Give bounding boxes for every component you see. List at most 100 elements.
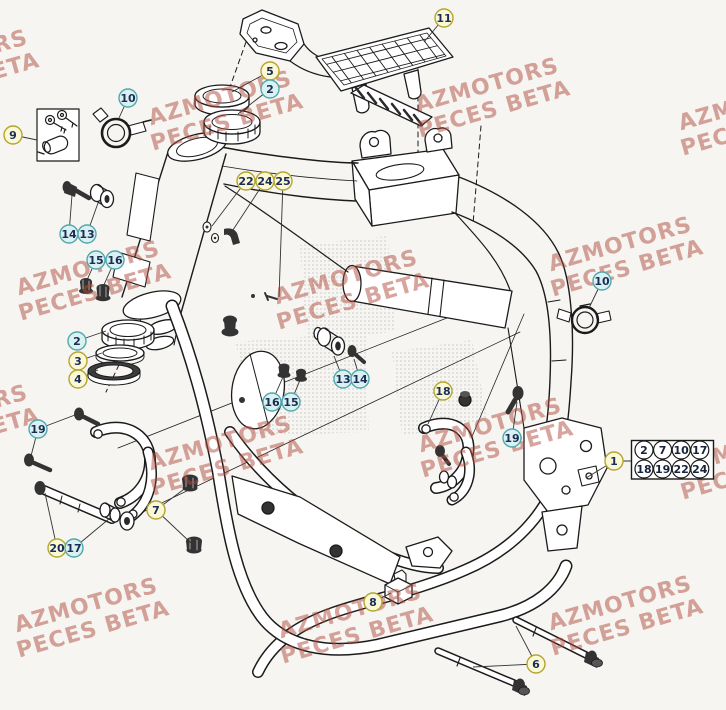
- callout-6[interactable]: 6: [526, 654, 546, 674]
- callout-19[interactable]: 19: [28, 419, 48, 439]
- callout-number: 13: [335, 373, 350, 386]
- callout-20[interactable]: 20: [47, 538, 67, 558]
- callout-circle[interactable]: [146, 500, 166, 520]
- legend-number: 24: [692, 463, 708, 476]
- frame-cross-tube: [342, 264, 525, 429]
- callout-circle[interactable]: [118, 88, 138, 108]
- callout-circle[interactable]: [236, 171, 256, 191]
- legend-number: 22: [674, 463, 689, 476]
- legend-number: 10: [674, 444, 690, 457]
- callout-25[interactable]: 25: [273, 171, 293, 191]
- callout-16[interactable]: 16: [262, 392, 282, 412]
- callout-13[interactable]: 13: [77, 224, 97, 244]
- callout-24[interactable]: 24: [255, 171, 275, 191]
- callout-18[interactable]: 18: [433, 381, 453, 401]
- callout-circle[interactable]: [502, 428, 522, 448]
- legend-part-17[interactable]: 17: [690, 440, 710, 460]
- bolt-spacer-left: [62, 181, 115, 209]
- clamp-left: [92, 107, 152, 149]
- nuts-part7: [182, 474, 202, 554]
- callout-number: 14: [61, 228, 77, 241]
- callout-number: 2: [73, 335, 81, 348]
- callout-14[interactable]: 14: [350, 369, 370, 389]
- callout-15[interactable]: 15: [281, 392, 301, 412]
- callout-number: 3: [74, 355, 82, 368]
- callout-circle[interactable]: [3, 125, 23, 145]
- callout-number: 1: [610, 455, 618, 468]
- legend-part-7[interactable]: 7: [652, 440, 673, 460]
- small-fittings: [202, 221, 278, 301]
- callout-11[interactable]: 11: [434, 8, 454, 28]
- callout-circle[interactable]: [434, 8, 454, 28]
- legend-part-2[interactable]: 2: [634, 440, 654, 460]
- legend-circle[interactable]: [652, 440, 673, 460]
- callout-19[interactable]: 19: [502, 428, 522, 448]
- callout-14[interactable]: 14: [59, 224, 79, 244]
- callout-number: 5: [266, 65, 274, 78]
- callout-number: 25: [275, 175, 290, 188]
- callout-circle[interactable]: [273, 171, 293, 191]
- callout-circle[interactable]: [350, 369, 370, 389]
- callout-number: 2: [266, 83, 274, 96]
- callout-number: 11: [436, 12, 451, 25]
- clamp-right: [556, 303, 612, 335]
- leader-line: [472, 663, 537, 668]
- callout-circle[interactable]: [526, 654, 546, 674]
- callout-circle[interactable]: [363, 592, 383, 612]
- callout-10[interactable]: 10: [592, 271, 612, 291]
- callout-17[interactable]: 17: [64, 538, 84, 558]
- legend-part-22[interactable]: 22: [671, 459, 691, 479]
- legend-circle[interactable]: [690, 459, 710, 479]
- callout-13[interactable]: 13: [333, 369, 353, 389]
- legend-circle[interactable]: [690, 440, 710, 460]
- legend-part-10[interactable]: 10: [671, 440, 691, 460]
- callout-number: 18: [435, 385, 450, 398]
- callout-number: 8: [369, 596, 377, 609]
- callout-number: 6: [532, 658, 540, 671]
- legend-part-18[interactable]: 18: [634, 459, 654, 479]
- callout-7[interactable]: 7: [146, 500, 166, 520]
- legend-circle[interactable]: [652, 459, 673, 479]
- legend-part-19[interactable]: 19: [652, 459, 673, 479]
- callout-8[interactable]: 8: [363, 592, 383, 612]
- callout-circle[interactable]: [67, 331, 87, 351]
- callout-circle[interactable]: [433, 381, 453, 401]
- callout-circle[interactable]: [28, 419, 48, 439]
- callout-circle[interactable]: [77, 224, 97, 244]
- leader-line: [278, 180, 284, 298]
- callout-circle[interactable]: [262, 392, 282, 412]
- callout-circle[interactable]: [281, 392, 301, 412]
- nuts-left: [79, 278, 111, 302]
- legend-part-24[interactable]: 24: [690, 459, 710, 479]
- callout-22[interactable]: 22: [236, 171, 256, 191]
- callout-number: 16: [107, 254, 123, 267]
- callout-circle[interactable]: [260, 79, 280, 99]
- callout-circle[interactable]: [105, 250, 125, 270]
- callout-circle[interactable]: [604, 451, 624, 471]
- callout-2[interactable]: 2: [260, 79, 280, 99]
- callout-number: 7: [152, 504, 160, 517]
- callout-circle[interactable]: [86, 250, 106, 270]
- callout-5[interactable]: 5: [260, 61, 280, 81]
- callout-4[interactable]: 4: [68, 369, 88, 389]
- callout-9[interactable]: 9: [3, 125, 23, 145]
- callout-circle[interactable]: [64, 538, 84, 558]
- callout-15[interactable]: 15: [86, 250, 106, 270]
- leader-line: [230, 180, 266, 234]
- callout-3[interactable]: 3: [68, 351, 88, 371]
- callout-number: 14: [352, 373, 368, 386]
- callout-2[interactable]: 2: [67, 331, 87, 351]
- callout-10[interactable]: 10: [118, 88, 138, 108]
- callout-1[interactable]: 1: [604, 451, 624, 471]
- subframe-mount-box: [351, 127, 511, 291]
- callout-16[interactable]: 16: [105, 250, 125, 270]
- long-bolts-part6: [434, 616, 603, 696]
- callout-circle[interactable]: [68, 369, 88, 389]
- callout-circle[interactable]: [592, 271, 612, 291]
